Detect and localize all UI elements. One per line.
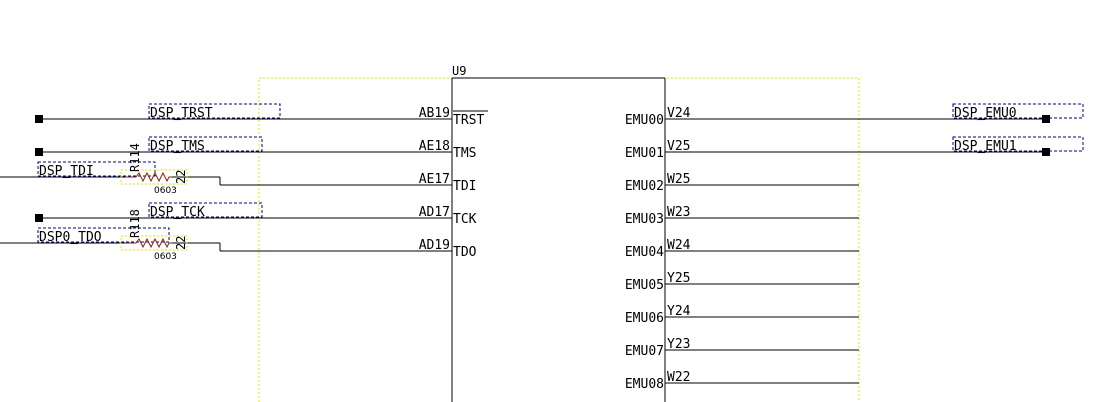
terminal-dsp-trst bbox=[35, 115, 43, 123]
terminal-dsp-tms bbox=[35, 148, 43, 156]
net-label-dsp-emu1: DSP_EMU1 bbox=[954, 139, 1017, 154]
pin-ball-tck: AD17 bbox=[419, 205, 450, 220]
net-label-box-dsp-emu0 bbox=[952, 103, 1084, 119]
net-label-dsp-tms: DSP_TMS bbox=[150, 139, 205, 154]
pin-ball-emu08: W22 bbox=[667, 370, 690, 385]
net-label-dsp-tdi: DSP_TDI bbox=[39, 164, 94, 179]
pin-name-emu01: EMU01 bbox=[625, 146, 664, 161]
net-label-dsp0-tdo: DSP0_TDO bbox=[39, 230, 102, 245]
terminal-dsp-emu0 bbox=[1042, 115, 1050, 123]
pin-name-emu03: EMU03 bbox=[625, 212, 664, 227]
pin-name-tdi: TDI bbox=[453, 179, 476, 194]
pin-name-tms: TMS bbox=[453, 146, 476, 161]
resistor-r114-package: 0603 bbox=[154, 186, 177, 196]
net-label-box-dsp-tdi bbox=[37, 161, 156, 177]
resistor-r118-outline bbox=[120, 235, 188, 251]
net-label-dsp-trst: DSP_TRST bbox=[150, 106, 213, 121]
pin-ball-trst: AB19 bbox=[419, 106, 450, 121]
resistor-r114-value: 22 bbox=[174, 170, 188, 184]
resistor-r118-package: 0603 bbox=[154, 252, 177, 262]
terminal-dsp-emu1 bbox=[1042, 148, 1050, 156]
net-label-box-dsp-tms bbox=[148, 136, 263, 152]
net-label-box-dsp0-tdo bbox=[37, 227, 170, 243]
pin-name-emu00: EMU00 bbox=[625, 113, 664, 128]
pin-ball-tdo: AD19 bbox=[419, 238, 450, 253]
pin-ball-emu04: W24 bbox=[667, 238, 691, 253]
net-label-box-dsp-trst bbox=[148, 103, 281, 119]
pin-ball-emu06: Y24 bbox=[667, 304, 691, 319]
pin-ball-emu01: V25 bbox=[667, 139, 690, 154]
resistor-r118-body bbox=[125, 237, 172, 249]
terminal-dsp-tck bbox=[35, 214, 43, 222]
pin-ball-emu03: W23 bbox=[667, 205, 690, 220]
pin-ball-emu02: W25 bbox=[667, 172, 690, 187]
net-label-dsp-emu0: DSP_EMU0 bbox=[954, 106, 1017, 121]
pin-ball-emu05: Y25 bbox=[667, 271, 690, 286]
net-label-box-dsp-emu1 bbox=[952, 136, 1084, 152]
resistor-r114-refdes: R114 bbox=[128, 143, 142, 172]
pin-name-emu08: EMU08 bbox=[625, 377, 664, 392]
component-body-outline bbox=[258, 77, 860, 402]
pin-name-emu07: EMU07 bbox=[625, 344, 664, 359]
resistor-r118-refdes: R118 bbox=[128, 209, 142, 238]
pin-ball-emu00: V24 bbox=[667, 106, 691, 121]
pin-name-emu02: EMU02 bbox=[625, 179, 664, 194]
pin-name-emu04: EMU04 bbox=[625, 245, 664, 260]
resistor-r118-value: 22 bbox=[174, 236, 188, 250]
component-refdes: U9 bbox=[452, 64, 466, 78]
pin-name-tdo: TDO bbox=[453, 245, 477, 260]
pin-name-trst: TRST bbox=[453, 113, 484, 128]
net-label-box-dsp-tck bbox=[148, 202, 263, 218]
pin-name-emu06: EMU06 bbox=[625, 311, 664, 326]
net-label-dsp-tck: DSP_TCK bbox=[150, 205, 205, 220]
resistor-r114-outline bbox=[120, 169, 188, 185]
pin-name-tck: TCK bbox=[453, 212, 477, 227]
resistor-r114-body bbox=[125, 171, 172, 183]
pin-ball-tdi: AE17 bbox=[419, 172, 450, 187]
pin-name-emu05: EMU05 bbox=[625, 278, 664, 293]
pin-ball-tms: AE18 bbox=[419, 139, 450, 154]
pin-ball-emu07: Y23 bbox=[667, 337, 690, 352]
